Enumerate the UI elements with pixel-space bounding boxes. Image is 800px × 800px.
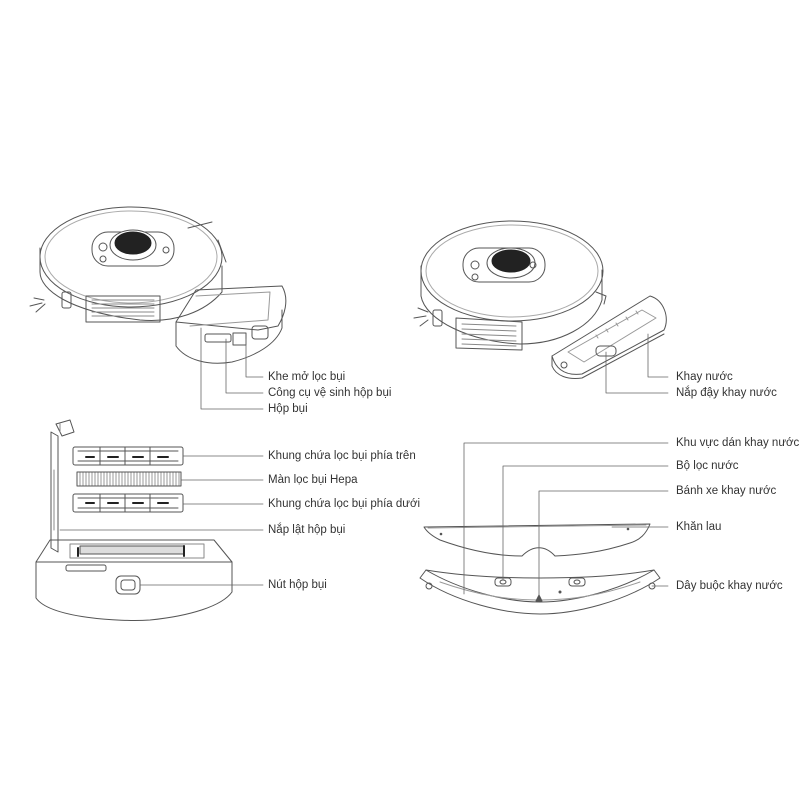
water-tank-end-cap (560, 361, 568, 369)
label-button: Nút hộp bụi (268, 579, 327, 591)
tank-base (419, 569, 661, 615)
mop-pad-dot-left (439, 532, 443, 536)
leader-cleaning-tool (225, 338, 264, 394)
hepa-filter (76, 471, 182, 487)
tank-strap-left (425, 582, 433, 590)
robot-vacuum-left (29, 206, 227, 323)
lower-frame-ribs (77, 493, 179, 513)
robot-right-button-3 (529, 261, 537, 269)
tank-wheel-graphic (535, 594, 543, 602)
robot-left-lid-ring (44, 210, 218, 304)
dust-box-handle (251, 325, 269, 340)
leader-water-tank (647, 333, 669, 378)
hepa-pleats (79, 471, 180, 487)
label-cleaning-tool: Công cụ vệ sinh hộp bụi (268, 387, 392, 399)
robot-left-dust-bay (85, 295, 161, 323)
tank-filter-right (568, 577, 586, 587)
label-water-tank: Khay nước (676, 371, 733, 383)
robot-left-bumper-window (61, 291, 72, 309)
water-tank-ticks (595, 310, 639, 339)
label-water-filter: Bộ lọc nước (676, 460, 739, 472)
robot-vacuum-right (413, 220, 607, 351)
leaders-dustbox (59, 455, 264, 586)
robot-right-button-1 (470, 260, 480, 270)
label-filter-opening: Khe mở lọc bụi (268, 371, 346, 383)
robot-right-rear-wheel (595, 291, 607, 305)
leaders-tank (463, 442, 669, 597)
label-hepa: Màn lọc bụi Hepa (268, 474, 358, 486)
dustbox-body (35, 539, 233, 621)
robot-left-button-1 (98, 242, 108, 252)
dust-box-top-face (175, 285, 287, 331)
robot-left-lidar-cap (114, 231, 152, 255)
hepa-outline (76, 471, 182, 487)
lower-frame-outline (72, 493, 184, 513)
water-tank-top-face (551, 295, 667, 375)
dustbox-lid-detail (53, 423, 61, 531)
water-tank-removed (551, 295, 667, 379)
water-tank-front-face (551, 333, 665, 379)
dust-box-inner-edge (189, 291, 271, 327)
mop-pad (423, 523, 651, 557)
robot-right-bay-grille (461, 323, 517, 347)
robot-right-lidar-cap (491, 249, 531, 273)
leader-wheel (538, 490, 669, 597)
label-strap: Dây buộc khay nước (676, 580, 783, 592)
leader-water-cap (605, 351, 669, 394)
robot-left-side-brush (29, 297, 46, 313)
robot-right-lid-ring (425, 224, 599, 318)
leader-mount-area (463, 442, 669, 595)
dust-box-cleaning-tool (232, 332, 247, 346)
mop-pad-dot-right (626, 527, 630, 531)
tank-filter-right-core (573, 579, 581, 585)
tank-exploded (419, 523, 661, 615)
label-dust-box: Hộp bụi (268, 403, 308, 415)
robot-left-button-3 (162, 246, 170, 254)
tank-filter-left-core (499, 579, 507, 585)
dustbox-inner-dark (77, 545, 185, 557)
robot-left-side-wall (39, 247, 223, 321)
robot-right-tank-bay (455, 317, 523, 351)
label-wheel: Bánh xe khay nước (676, 485, 777, 497)
robot-left-front-bumper (187, 221, 227, 263)
robot-left-bay-grille (91, 299, 155, 317)
robot-right-control-panel (462, 247, 546, 283)
leaders-robot-right (605, 333, 669, 394)
tank-small-dot (558, 590, 562, 594)
robot-right-bumper-window (432, 309, 443, 327)
robot-left-top-shell (39, 206, 223, 308)
label-water-cap: Nắp đậy khay nước (676, 387, 777, 399)
leader-dust-box (200, 327, 264, 410)
dustbox-inner-tray (79, 545, 185, 555)
robot-right-side-brush (413, 307, 429, 327)
dustbox-front-body (35, 561, 233, 621)
dustbox-exploded (35, 419, 233, 621)
label-mop: Khăn lau (676, 521, 722, 533)
label-lower-frame: Khung chứa lọc bụi phía dưới (268, 498, 421, 510)
label-upper-frame: Khung chứa lọc bụi phía trên (268, 450, 416, 462)
label-mount-area: Khu vực dán khay nước (676, 437, 800, 449)
robot-right-button-2 (471, 273, 479, 281)
upper-frame-ribs (77, 446, 179, 466)
robot-left-button-2 (99, 255, 107, 263)
dust-box-slot (204, 333, 232, 343)
dustbox-button-graphic (115, 575, 141, 595)
dust-box-front-face (175, 309, 283, 364)
leader-filter-opening (245, 338, 264, 378)
water-tank-inner (567, 309, 657, 363)
dustbox-side-slot (65, 564, 107, 572)
lower-filter-frame (72, 493, 184, 513)
tank-base-top (425, 569, 655, 579)
leaders-robot-left (200, 327, 264, 410)
upper-filter-frame (72, 446, 184, 466)
dustbox-button-inner (120, 579, 136, 591)
label-lid: Nắp lật hộp bụi (268, 524, 346, 536)
dustbox-top-rim (35, 539, 233, 563)
leader-water-filter (502, 465, 669, 581)
dust-box-removed (175, 285, 287, 364)
robot-right-side-wall (420, 265, 603, 345)
dustbox-interior (69, 543, 205, 559)
